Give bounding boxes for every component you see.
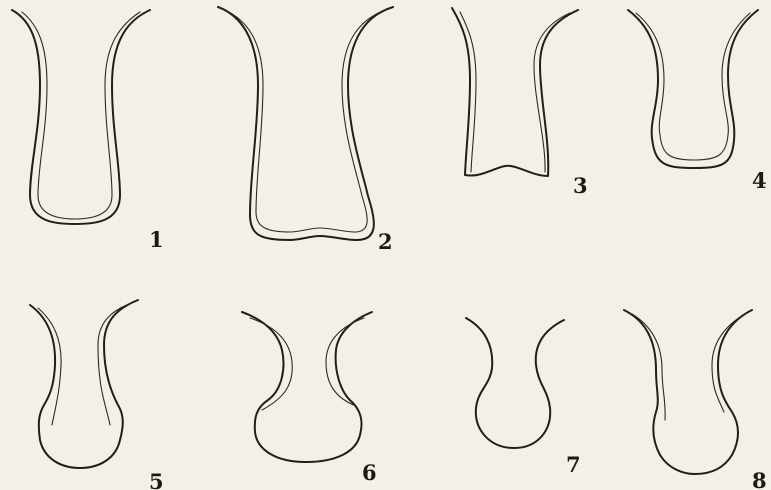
figure-1-outer-outline	[12, 10, 150, 224]
figure-3: 3	[452, 8, 588, 198]
figure-2-inner-outline	[225, 10, 385, 232]
figure-5: 5	[30, 300, 164, 490]
figure-1: 1	[12, 10, 164, 252]
figure-7-number: 7	[566, 452, 581, 477]
figure-2: 2	[218, 7, 393, 254]
figure-7: 7	[466, 318, 581, 477]
figure-6: 6	[242, 312, 377, 485]
figure-1-number: 1	[149, 227, 164, 252]
figure-4-number: 4	[752, 168, 767, 193]
figure-8-number: 8	[752, 468, 767, 490]
figure-8-outer-outline	[624, 310, 752, 474]
figure-8: 8	[624, 310, 767, 490]
figure-4: 4	[628, 10, 767, 193]
figure-5-number: 5	[149, 469, 164, 490]
figure-2-outer-outline	[218, 7, 393, 240]
figure-1-inner-outline	[22, 12, 140, 219]
figure-3-number: 3	[573, 173, 588, 198]
figure-2-number: 2	[378, 229, 393, 254]
figure-3-inner-outline	[460, 12, 570, 172]
figure-4-inner-outline	[636, 13, 750, 160]
figure-6-number: 6	[362, 460, 377, 485]
figure-5-outer-outline	[30, 300, 138, 468]
figure-4-outer-outline	[628, 10, 758, 168]
figure-7-outer-outline	[466, 318, 564, 448]
figure-3-outer-outline	[452, 8, 578, 176]
figure-6-outer-outline	[242, 312, 372, 462]
